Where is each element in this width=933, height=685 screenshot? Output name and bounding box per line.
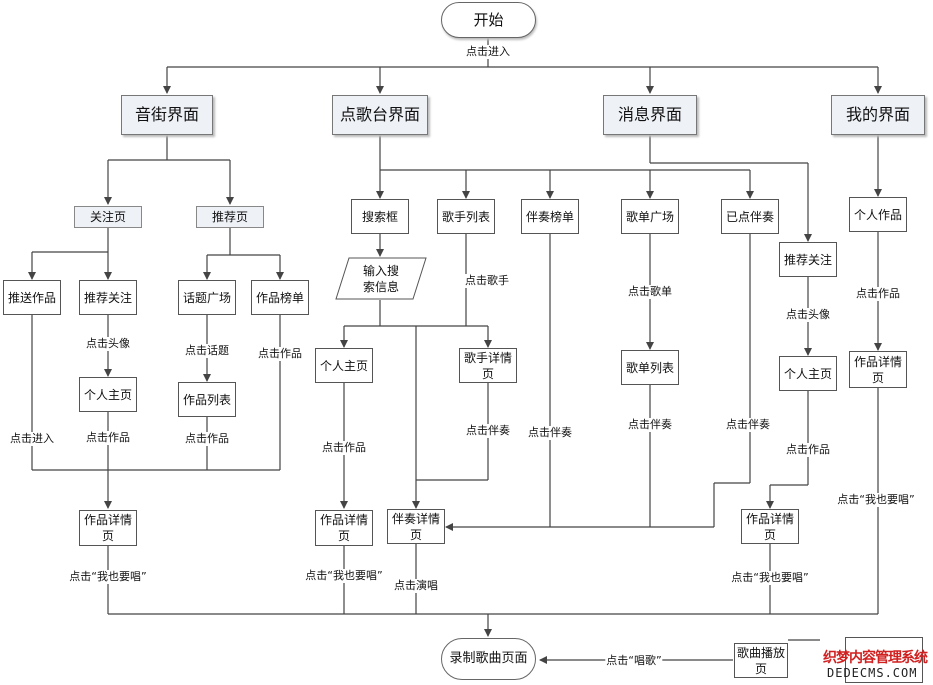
label-click-work-1: 点击作品 — [85, 431, 131, 445]
tuijian-guanzhu-node-2: 推荐关注 — [779, 242, 837, 277]
label-click-work-3: 点击作品 — [321, 441, 367, 455]
works-detail-node-3: 作品详情 页 — [741, 509, 799, 544]
record-song-node: 录制歌曲页面 — [441, 638, 536, 680]
tuisong-works-node: 推送作品 — [3, 280, 61, 315]
label-sing-2: 点击“我也要唱” — [304, 569, 384, 583]
watermark: 织梦内容管理系统 DEDECMS.COM — [817, 639, 933, 685]
label-click-accomp-3: 点击伴奏 — [627, 418, 673, 432]
works-ranking-node: 作品榜单 — [251, 280, 309, 315]
selected-accomp-node: 已点伴奏 — [721, 199, 779, 234]
geren-zhuye-node-1: 个人主页 — [79, 377, 137, 412]
works-detail-node-1: 作品详情 页 — [79, 510, 137, 546]
label-click-enter-left: 点击进入 — [9, 432, 55, 446]
works-list-node: 作品列表 — [178, 382, 236, 417]
yinjie-screen-node: 音街界面 — [121, 95, 213, 135]
diange-screen-node: 点歌台界面 — [332, 95, 428, 135]
label-click-enter-top: 点击进入 — [465, 45, 511, 59]
singer-list-node: 歌手列表 — [437, 199, 495, 234]
guanzhu-page-node: 关注页 — [74, 206, 142, 228]
label-click-work-2: 点击作品 — [184, 432, 230, 446]
watermark-line2: DEDECMS.COM — [827, 666, 918, 680]
label-click-avatar-1: 点击头像 — [85, 337, 131, 351]
label-click-work-bang: 点击作品 — [257, 347, 303, 361]
xiaoxi-screen-node: 消息界面 — [603, 95, 697, 135]
gedan-square-node: 歌单广场 — [621, 199, 679, 234]
accomp-ranking-node: 伴奏榜单 — [521, 199, 579, 234]
search-box-node: 搜索框 — [351, 199, 409, 234]
label-click-work-4: 点击作品 — [785, 443, 831, 457]
label-click-gedan: 点击歌单 — [627, 285, 673, 299]
input-search-node: 输入搜 索信息 — [362, 263, 399, 294]
huati-square-node: 话题广场 — [178, 280, 236, 315]
label-click-work-5: 点击作品 — [855, 287, 901, 301]
watermark-line1: 织梦内容管理系统 — [823, 650, 928, 666]
singer-detail-node: 歌手详情 页 — [459, 348, 517, 383]
tuijian-page-node: 推荐页 — [196, 206, 264, 228]
partial-box-node — [845, 637, 923, 683]
personal-works-node: 个人作品 — [849, 197, 907, 232]
geren-zhuye-node-2: 个人主页 — [315, 348, 373, 383]
gedan-list-node: 歌单列表 — [621, 350, 679, 385]
label-click-perform: 点击演唱 — [393, 579, 439, 593]
label-sing-3: 点击“我也要唱” — [730, 571, 810, 585]
works-detail-node-4: 作品详情 页 — [849, 351, 907, 388]
start-node: 开始 — [441, 2, 536, 38]
input-search-parallelogram — [335, 257, 427, 300]
label-click-accomp-2: 点击伴奏 — [527, 426, 573, 440]
works-detail-node-2: 作品详情 页 — [315, 510, 373, 546]
label-sing-4: 点击“我也要唱” — [836, 493, 916, 507]
label-click-accomp-4: 点击伴奏 — [725, 418, 771, 432]
label-click-singer: 点击歌手 — [464, 274, 510, 288]
label-click-topic: 点击话题 — [184, 344, 230, 358]
label-sing-1: 点击“我也要唱” — [68, 570, 148, 584]
label-click-accomp-1: 点击伴奏 — [465, 424, 511, 438]
geren-zhuye-node-3: 个人主页 — [779, 356, 837, 391]
wode-screen-node: 我的界面 — [831, 95, 925, 135]
label-click-avatar-2: 点击头像 — [785, 308, 831, 322]
song-play-node: 歌曲播放 页 — [734, 643, 788, 678]
tuijian-guanzhu-node-1: 推荐关注 — [79, 280, 137, 315]
accomp-detail-node: 伴奏详情 页 — [387, 509, 445, 544]
label-click-changge: 点击“唱歌” — [605, 654, 663, 668]
